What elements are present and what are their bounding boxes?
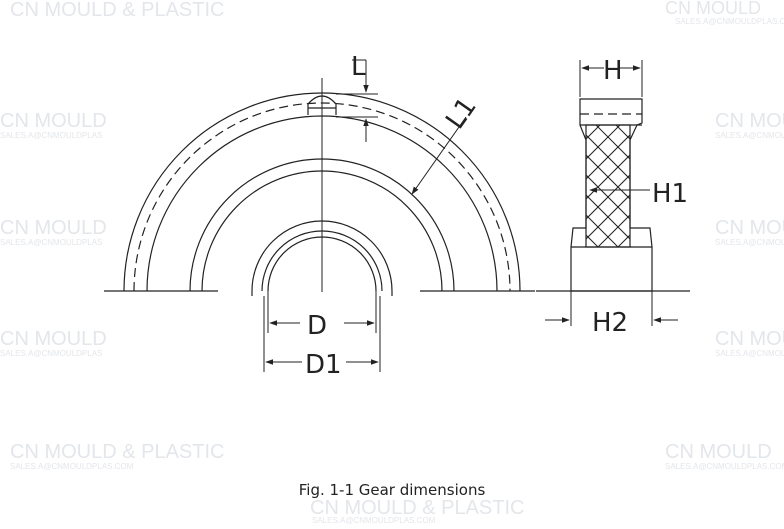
watermark-brand-top-left: CN MOULD & PLASTIC bbox=[10, 0, 224, 21]
figure-caption: Fig. 1-1 Gear dimensions bbox=[298, 481, 486, 499]
gear-side-section: H H1 H2 bbox=[536, 56, 690, 338]
watermark-brand-right-3: CN MOULD bbox=[715, 328, 784, 350]
watermark-email-bottom-left: SALES.A@CNMOULDPLAS.COM bbox=[10, 462, 134, 471]
watermark-brand-bottom-right: CN MOULD bbox=[665, 441, 772, 463]
label-h1: H1 bbox=[652, 179, 688, 209]
label-d1: D1 bbox=[305, 350, 342, 380]
watermark-brand-left-2: CN MOULD bbox=[0, 217, 107, 239]
label-l1: L1 bbox=[440, 92, 482, 135]
watermark-email-bottom-right: SALES.A@CNMOULDPLAS.COM bbox=[665, 462, 784, 471]
watermark-email-left-3: SALES.A@CNMOULDPLAS bbox=[0, 349, 102, 358]
gear-front-view: L L1 D D1 bbox=[104, 52, 535, 380]
watermark-brand-bottom-left: CN MOULD & PLASTIC bbox=[10, 441, 224, 463]
watermark-email-right-2: SALES.A@CNMOULDPLAS bbox=[715, 238, 784, 247]
label-d: D bbox=[307, 311, 327, 341]
watermark-email-left-2: SALES.A@CNMOULDPLAS bbox=[0, 238, 102, 247]
watermark-email-top-right: SALES.A@CNMOULDPLAS.COM bbox=[675, 17, 784, 26]
section-hatching bbox=[586, 125, 630, 247]
label-h2: H2 bbox=[592, 308, 628, 338]
watermark-email-right-1: SALES.A@CNMOULDPLAS bbox=[715, 131, 784, 140]
watermark-brand-left-1: CN MOULD bbox=[0, 110, 107, 132]
label-h: H bbox=[603, 56, 623, 86]
hatch-border bbox=[585, 124, 631, 248]
watermark-email-right-3: SALES.A@CNMOULDPLAS bbox=[715, 349, 784, 358]
section-outline bbox=[570, 98, 653, 292]
watermark-brand-top-right: CN MOULD bbox=[665, 0, 761, 18]
watermark-brand-right-2: CN MOULD bbox=[715, 217, 784, 239]
watermark-brand-right-1: CN MOULD bbox=[715, 110, 784, 132]
watermark-brand-left-3: CN MOULD bbox=[0, 328, 107, 350]
label-l: L bbox=[351, 52, 366, 82]
watermark-email-left-1: SALES.A@CNMOULDPLAS bbox=[0, 131, 102, 140]
watermark-brand-bottom-center: CN MOULD & PLASTIC bbox=[310, 497, 524, 519]
l1-leader-arrow bbox=[411, 116, 467, 195]
watermark-email-bottom-center: SALES.A@CNMOULDPLAS.COM bbox=[312, 516, 436, 525]
